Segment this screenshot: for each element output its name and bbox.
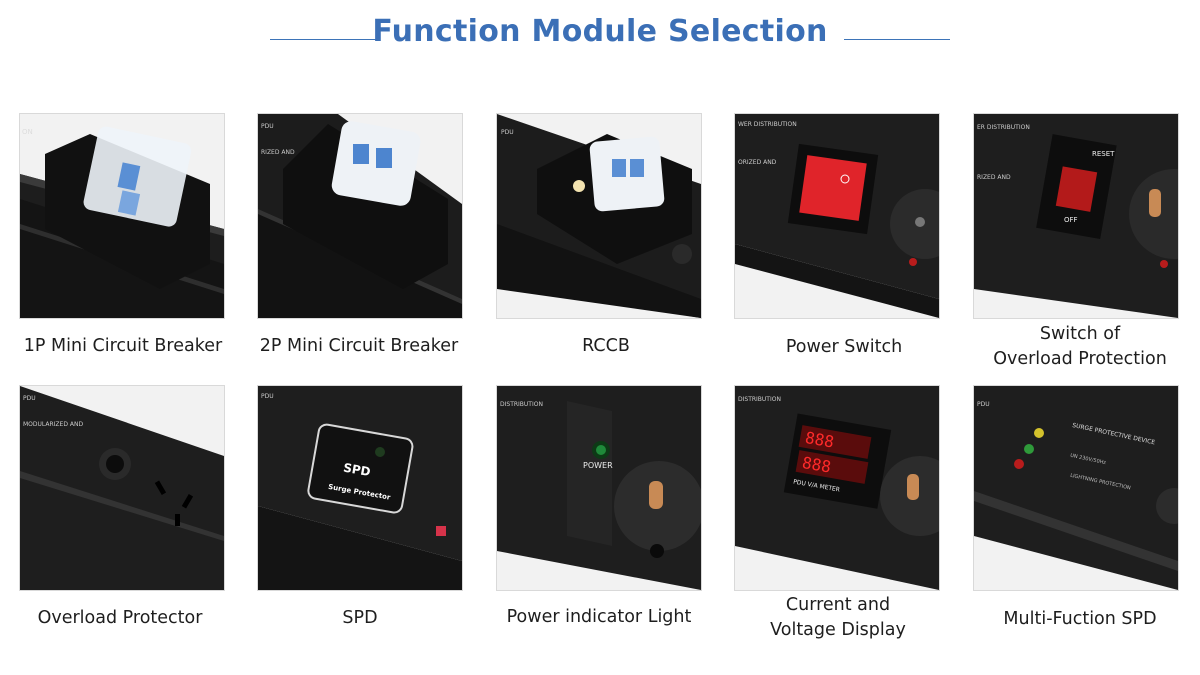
title-divider-left (270, 39, 376, 40)
1p-mcb-image: ON (20, 114, 224, 318)
svg-text:OFF: OFF (1064, 216, 1078, 224)
caption-power-switch: Power Switch (785, 337, 903, 357)
svg-text:RIZED AND: RIZED AND (261, 149, 295, 156)
module-card-power-indicator[interactable]: POWER DISTRIBUTION (496, 385, 702, 591)
caption-power-indicator: Power indicator Light (506, 607, 692, 627)
svg-text:MODULARIZED AND: MODULARIZED AND (23, 421, 83, 428)
module-card-1p-mcb[interactable]: ON (19, 113, 225, 319)
2p-mcb-image: PDU RIZED AND (258, 114, 462, 318)
svg-text:PDU: PDU (501, 129, 514, 136)
caption-line-2: Overload Protection (993, 349, 1167, 369)
module-card-overload-switch[interactable]: RESET OFF ER DISTRIBUTION RIZED AND (973, 113, 1179, 319)
svg-text:ORIZED AND: ORIZED AND (738, 159, 777, 166)
module-card-overload-protector[interactable]: PDU MODULARIZED AND (19, 385, 225, 591)
module-card-multi-spd[interactable]: SURGE PROTECTIVE DEVICE UN 230V/50Hz LIG… (973, 385, 1179, 591)
module-card-2p-mcb[interactable]: PDU RIZED AND (257, 113, 463, 319)
page-title: Function Module Selection (372, 14, 828, 49)
svg-text:PDU: PDU (23, 395, 36, 402)
caption-1p-mcb: 1P Mini Circuit Breaker (23, 336, 223, 356)
caption-overload-switch: Switch of Overload Protection (960, 322, 1200, 372)
svg-text:ER DISTRIBUTION: ER DISTRIBUTION (977, 124, 1030, 131)
power-switch-image: WER DISTRIBUTION ORIZED AND (735, 114, 939, 318)
caption-va-display: Current and Voltage Display (718, 593, 958, 643)
svg-text:RESET: RESET (1092, 150, 1115, 158)
multi-spd-image: SURGE PROTECTIVE DEVICE UN 230V/50Hz LIG… (974, 386, 1178, 590)
spd-label: SPD (342, 461, 371, 480)
caption-line-1: Switch of (1039, 324, 1121, 344)
caption-line-2: Voltage Display (770, 620, 906, 640)
svg-text:PDU: PDU (261, 393, 274, 400)
svg-text:RIZED AND: RIZED AND (977, 174, 1011, 181)
module-card-va-display[interactable]: 888 888 PDU V/A METER DISTRIBUTION (734, 385, 940, 591)
overload-protector-image: PDU MODULARIZED AND (20, 386, 224, 590)
power-label: POWER (583, 461, 613, 470)
svg-text:WER DISTRIBUTION: WER DISTRIBUTION (738, 121, 797, 128)
svg-text:888: 888 (804, 428, 836, 452)
caption-rccb: RCCB (582, 336, 630, 356)
module-card-spd[interactable]: SPD Surge Protector PDU (257, 385, 463, 591)
module-card-power-switch[interactable]: WER DISTRIBUTION ORIZED AND (734, 113, 940, 319)
power-indicator-image: POWER DISTRIBUTION (497, 386, 701, 590)
header: Function Module Selection (0, 0, 1200, 80)
va-display-image: 888 888 PDU V/A METER DISTRIBUTION (735, 386, 939, 590)
spd-image: SPD Surge Protector PDU (258, 386, 462, 590)
rccb-image: PDU (497, 114, 701, 318)
svg-text:888: 888 (801, 453, 833, 477)
caption-2p-mcb: 2P Mini Circuit Breaker (259, 336, 459, 356)
overload-switch-image: RESET OFF ER DISTRIBUTION RIZED AND (974, 114, 1178, 318)
caption-multi-spd: Multi-Fuction SPD (1003, 609, 1157, 629)
svg-text:PDU: PDU (261, 123, 274, 130)
svg-text:ON: ON (22, 128, 33, 136)
caption-spd: SPD (342, 608, 378, 628)
module-card-rccb[interactable]: PDU (496, 113, 702, 319)
caption-line-1: Current and (785, 595, 891, 615)
svg-text:PDU: PDU (977, 401, 990, 408)
svg-text:DISTRIBUTION: DISTRIBUTION (738, 396, 781, 403)
caption-overload-protector: Overload Protector (37, 608, 203, 628)
title-divider-right (844, 39, 950, 40)
svg-text:DISTRIBUTION: DISTRIBUTION (500, 401, 543, 408)
